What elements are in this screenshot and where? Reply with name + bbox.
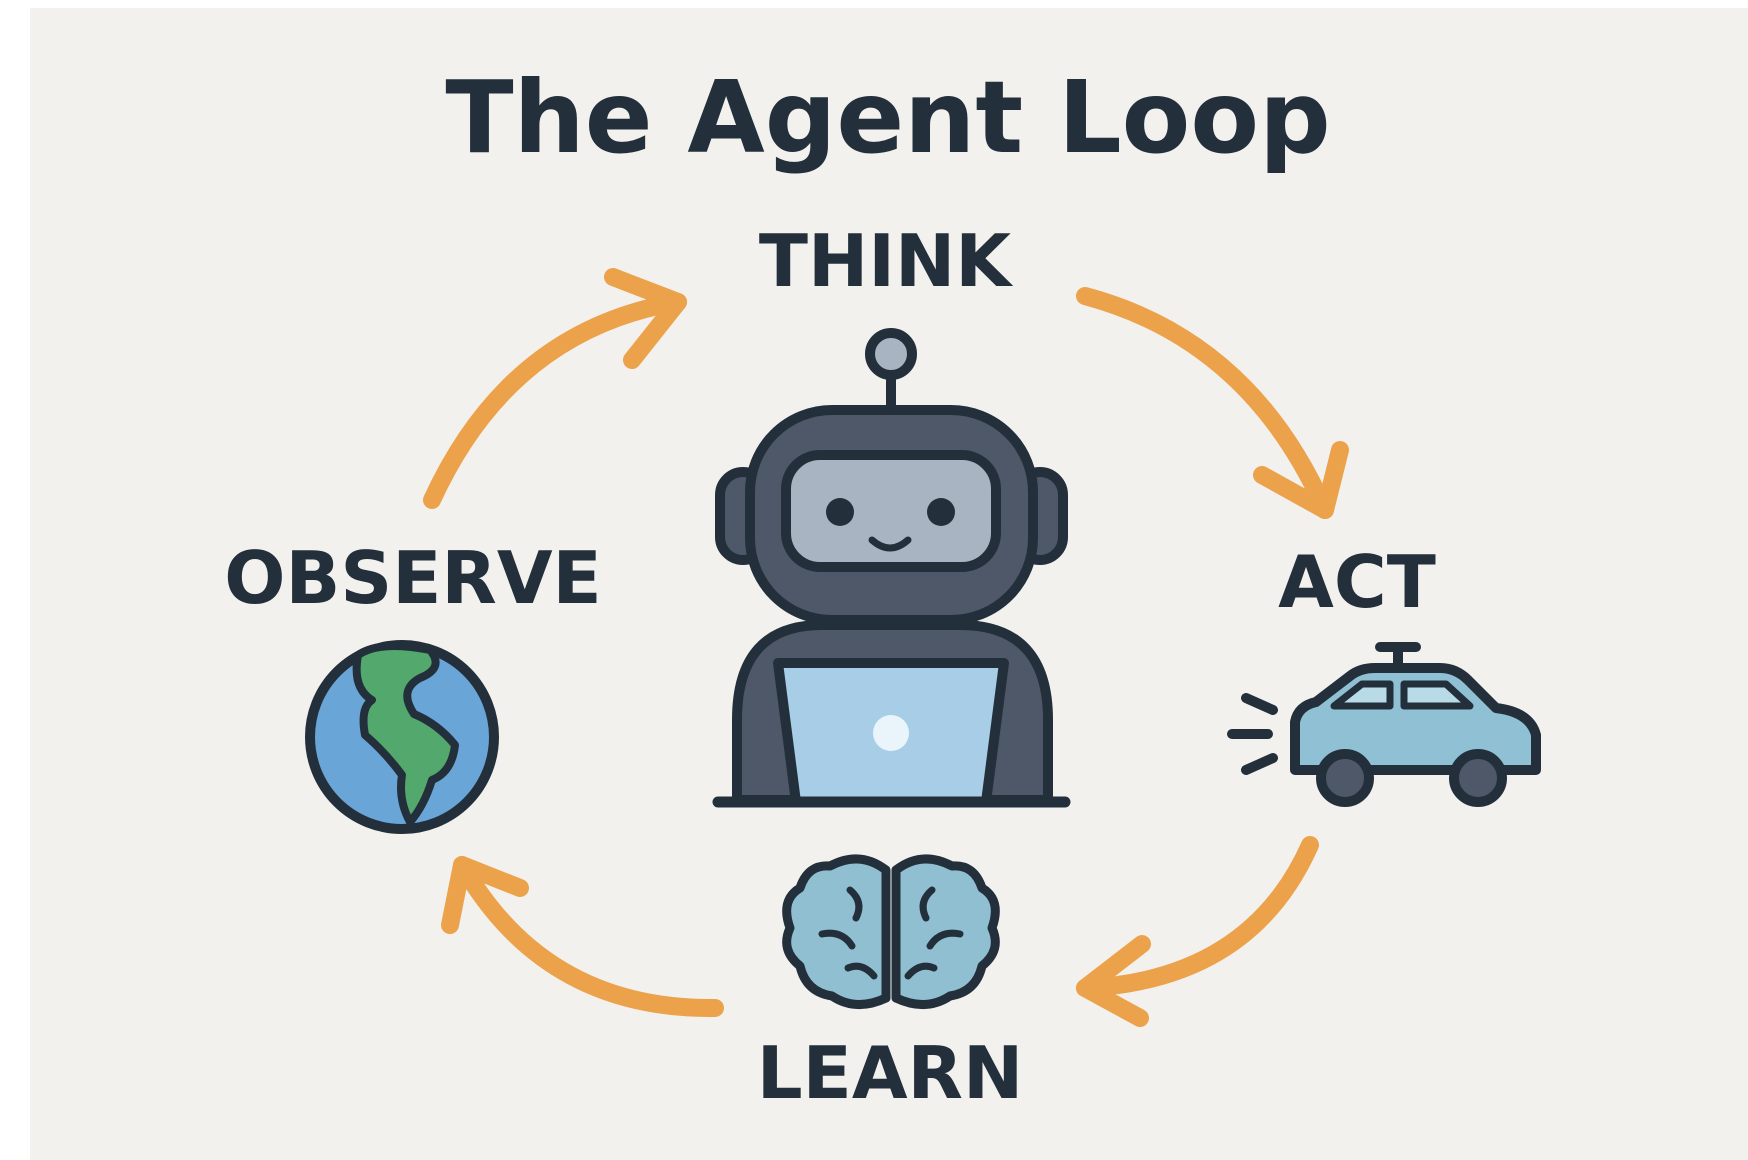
stage-label-learn: LEARN <box>757 1031 1023 1115</box>
arrow-learn-to-observe-icon <box>441 856 724 1018</box>
arrow-act-to-learn-icon <box>1076 836 1319 1027</box>
arrow-observe-to-think-icon <box>423 268 687 509</box>
stage-label-think: THINK <box>759 219 1013 303</box>
stage-label-act: ACT <box>1278 540 1436 624</box>
arrow-think-to-act-icon <box>1076 287 1349 519</box>
brain-icon <box>782 854 1000 1009</box>
robot-with-laptop-icon <box>712 328 1071 808</box>
globe-icon <box>305 640 499 834</box>
stage-label-observe: OBSERVE <box>224 536 601 620</box>
diagram-title: The Agent Loop <box>445 59 1330 176</box>
car-icon <box>1227 642 1541 807</box>
